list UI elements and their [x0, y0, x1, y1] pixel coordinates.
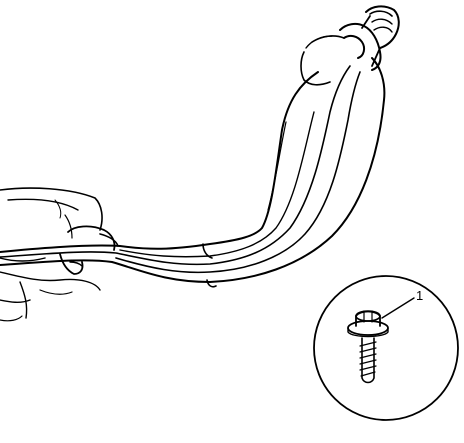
- callout-leader-line: [381, 297, 415, 319]
- pipe-connector-clamp: [59, 225, 119, 275]
- bolt-detail-callout: 1: [313, 275, 459, 421]
- vent-tube: [300, 35, 345, 86]
- callout-label-1: 1: [416, 288, 423, 303]
- filler-neck: [339, 5, 400, 71]
- fuel-tank: [0, 187, 103, 322]
- detail-circle: [313, 275, 459, 421]
- filler-pipe: [0, 57, 386, 288]
- flange-bolt: [347, 310, 389, 384]
